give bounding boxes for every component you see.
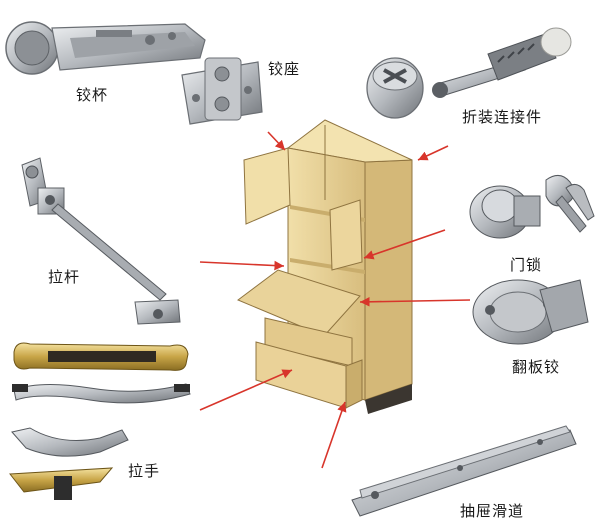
label-flap-hinge: 翻板铰 [512,358,561,376]
arrow-to-stay-rod [199,260,285,271]
label-door-lock: 门锁 [510,256,543,274]
knockdown-connector-image [366,27,572,119]
label-stay-rod: 拉杆 [48,268,81,286]
stay-rod-image [21,157,181,325]
label-hinge-cup: 铰杯 [76,86,109,104]
handles-image [9,342,191,500]
hinge-base-image [181,57,263,125]
drawer-slide-image [351,425,577,517]
label-handle: 拉手 [128,462,161,480]
flap-hinge-image [472,279,589,345]
label-drawer-slide: 抽屉滑道 [460,502,525,520]
arrow-to-handle [199,369,293,411]
arrow-to-door-lock [363,229,446,260]
pointer-arrows [199,131,471,469]
hinge-cup-image [5,21,206,75]
arrow-to-connector [417,145,449,161]
cabinet-image [237,119,413,414]
label-hinge-base: 铰座 [268,60,301,78]
door-lock-image [469,175,595,239]
label-knockdown-connector: 折装连接件 [462,108,543,126]
arrow-to-drawer-slide [321,401,347,469]
arrow-to-hinge [267,131,286,151]
arrow-to-flap-hinge [359,297,471,307]
